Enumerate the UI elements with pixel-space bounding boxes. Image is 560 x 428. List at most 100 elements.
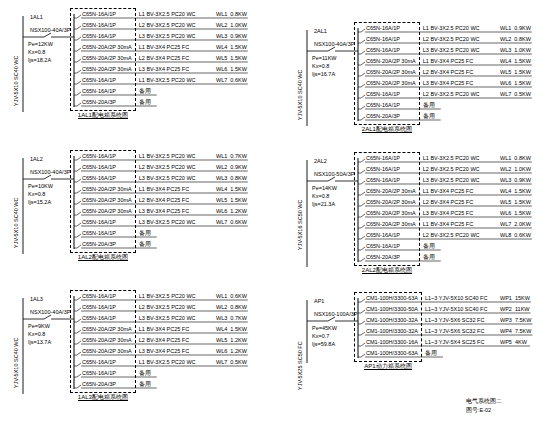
branch-breaker: C65N-16A/1P	[82, 230, 116, 237]
wire	[77, 223, 81, 226]
distribution-box: 1AL1配电箱系统图	[70, 8, 136, 111]
wire	[365, 250, 441, 251]
wire	[358, 43, 361, 44]
spare-note: 备用	[139, 230, 151, 237]
wire	[307, 321, 328, 322]
wire	[74, 62, 77, 63]
main-breaker: NSX100-40A/3P	[30, 169, 70, 176]
wire	[74, 14, 75, 107]
branch-cable: L1 BV-3X2.5 PC20 WC	[139, 77, 196, 84]
wire	[81, 73, 248, 74]
wire	[361, 310, 365, 313]
wire	[358, 217, 361, 218]
load-param: Kx=0.8	[28, 191, 45, 198]
wire	[365, 261, 441, 262]
branch-breaker: C65N-20A/2P 30mA	[366, 58, 416, 65]
wire	[77, 308, 81, 311]
branch-cable: L2 BV-3X2.5 PC20 WC	[423, 232, 480, 239]
wire	[81, 84, 248, 85]
branch-cable: L2 BV-3X2.5 PC20 WC	[423, 91, 480, 98]
wire	[74, 322, 77, 323]
wire	[74, 160, 77, 161]
wire	[358, 357, 361, 358]
load-power: 1.5KW	[230, 66, 247, 73]
branch-cable: L1 BV-3X4 PC25 FC	[139, 326, 189, 333]
wire	[358, 28, 359, 121]
circuit-id: WL2	[216, 164, 227, 171]
load-power: 1.5KW	[230, 55, 247, 62]
load-power: 0.7KW	[230, 153, 247, 160]
branch-breaker: C65N-20A/2P 30mA	[366, 69, 416, 76]
wire	[77, 59, 81, 62]
branch-breaker: C65N-20A/2P 30mA	[366, 199, 416, 206]
spare-note: 备用	[425, 350, 437, 357]
wire	[74, 388, 77, 389]
circuit-id: WL5	[216, 55, 227, 62]
load-power: 1.0KW	[514, 47, 531, 54]
wire	[361, 343, 365, 346]
load-param: Ijs=18.2A	[28, 57, 51, 64]
spare-note: 备用	[423, 243, 435, 250]
wire	[358, 98, 361, 99]
wire	[77, 70, 81, 73]
branch-breaker: C65N-16A/1P	[82, 164, 116, 171]
branch-breaker: C65N-20A/2P 30mA	[82, 337, 132, 344]
wire	[358, 261, 361, 262]
wire	[361, 225, 365, 228]
panel-title: 2AL2配电箱系统图	[362, 267, 412, 274]
panel-title: AP1动力箱系统图	[364, 363, 411, 370]
wire	[74, 237, 77, 238]
wire	[365, 173, 532, 174]
wire	[361, 159, 365, 162]
wire	[74, 311, 77, 312]
branch-breaker: C65N-16A/1P	[82, 359, 116, 366]
wire	[77, 245, 81, 248]
spare-note: 备用	[423, 102, 435, 109]
wire	[74, 296, 75, 389]
wire	[81, 333, 248, 334]
branch-cable: L2 BV-3X4 PC25 FC	[139, 55, 189, 62]
load-param: Pe=9KW	[28, 323, 50, 330]
load-power: 1.5KW	[514, 210, 531, 217]
wire	[328, 317, 335, 321]
wire	[74, 51, 77, 52]
wire	[361, 354, 365, 357]
main-breaker: NSX100-40A/3P	[30, 309, 70, 316]
load-power: 0.9KW	[230, 33, 247, 40]
main-breaker: NSX160-100A/3P	[314, 311, 357, 318]
wire	[44, 33, 51, 37]
wire	[358, 109, 361, 110]
wire	[307, 160, 308, 267]
wire	[365, 324, 532, 325]
wire	[365, 120, 441, 121]
branch-breaker: C65N-16A/1P	[366, 177, 400, 184]
branch-cable: L2 BV-3X4 PC25 FC	[423, 199, 473, 206]
load-power: 11KW	[515, 306, 530, 313]
wire	[361, 117, 365, 120]
load-param: Kx=0.7	[312, 333, 329, 340]
wire	[365, 302, 531, 303]
circuit-id: WP2	[500, 306, 512, 313]
branch-breaker: C65N-16A/1P	[82, 370, 116, 377]
wire	[77, 81, 81, 84]
branch-cable: L2 BV-3X4 PC25 FC	[139, 197, 189, 204]
circuit-id: WL4	[500, 188, 511, 195]
wire	[77, 297, 81, 300]
branch-cable: L3 BV-3X2.5 PC20 WC	[139, 315, 196, 322]
circuit-id: WL5	[216, 337, 227, 344]
branch-breaker: C65N-16A/1P	[82, 33, 116, 40]
wire	[77, 179, 81, 182]
branch-breaker: C65N-20A/2P 30mA	[366, 210, 416, 217]
branch-breaker: C65N-20A/3P	[82, 99, 116, 106]
wire	[358, 162, 361, 163]
circuit-id: WL4	[216, 326, 227, 333]
circuit-id: WL5	[500, 199, 511, 206]
branch-breaker: C65N-20A/2P 30mA	[82, 348, 132, 355]
load-power: 7.5KW	[515, 317, 532, 324]
wire	[358, 76, 361, 77]
panel-title: 2AL1配电箱系统图	[362, 126, 412, 133]
incoming-cable: YJV-5X10 SC40 WC	[297, 70, 304, 120]
panel-name: AP1	[314, 298, 324, 305]
wire	[365, 87, 532, 88]
wire	[74, 344, 77, 345]
